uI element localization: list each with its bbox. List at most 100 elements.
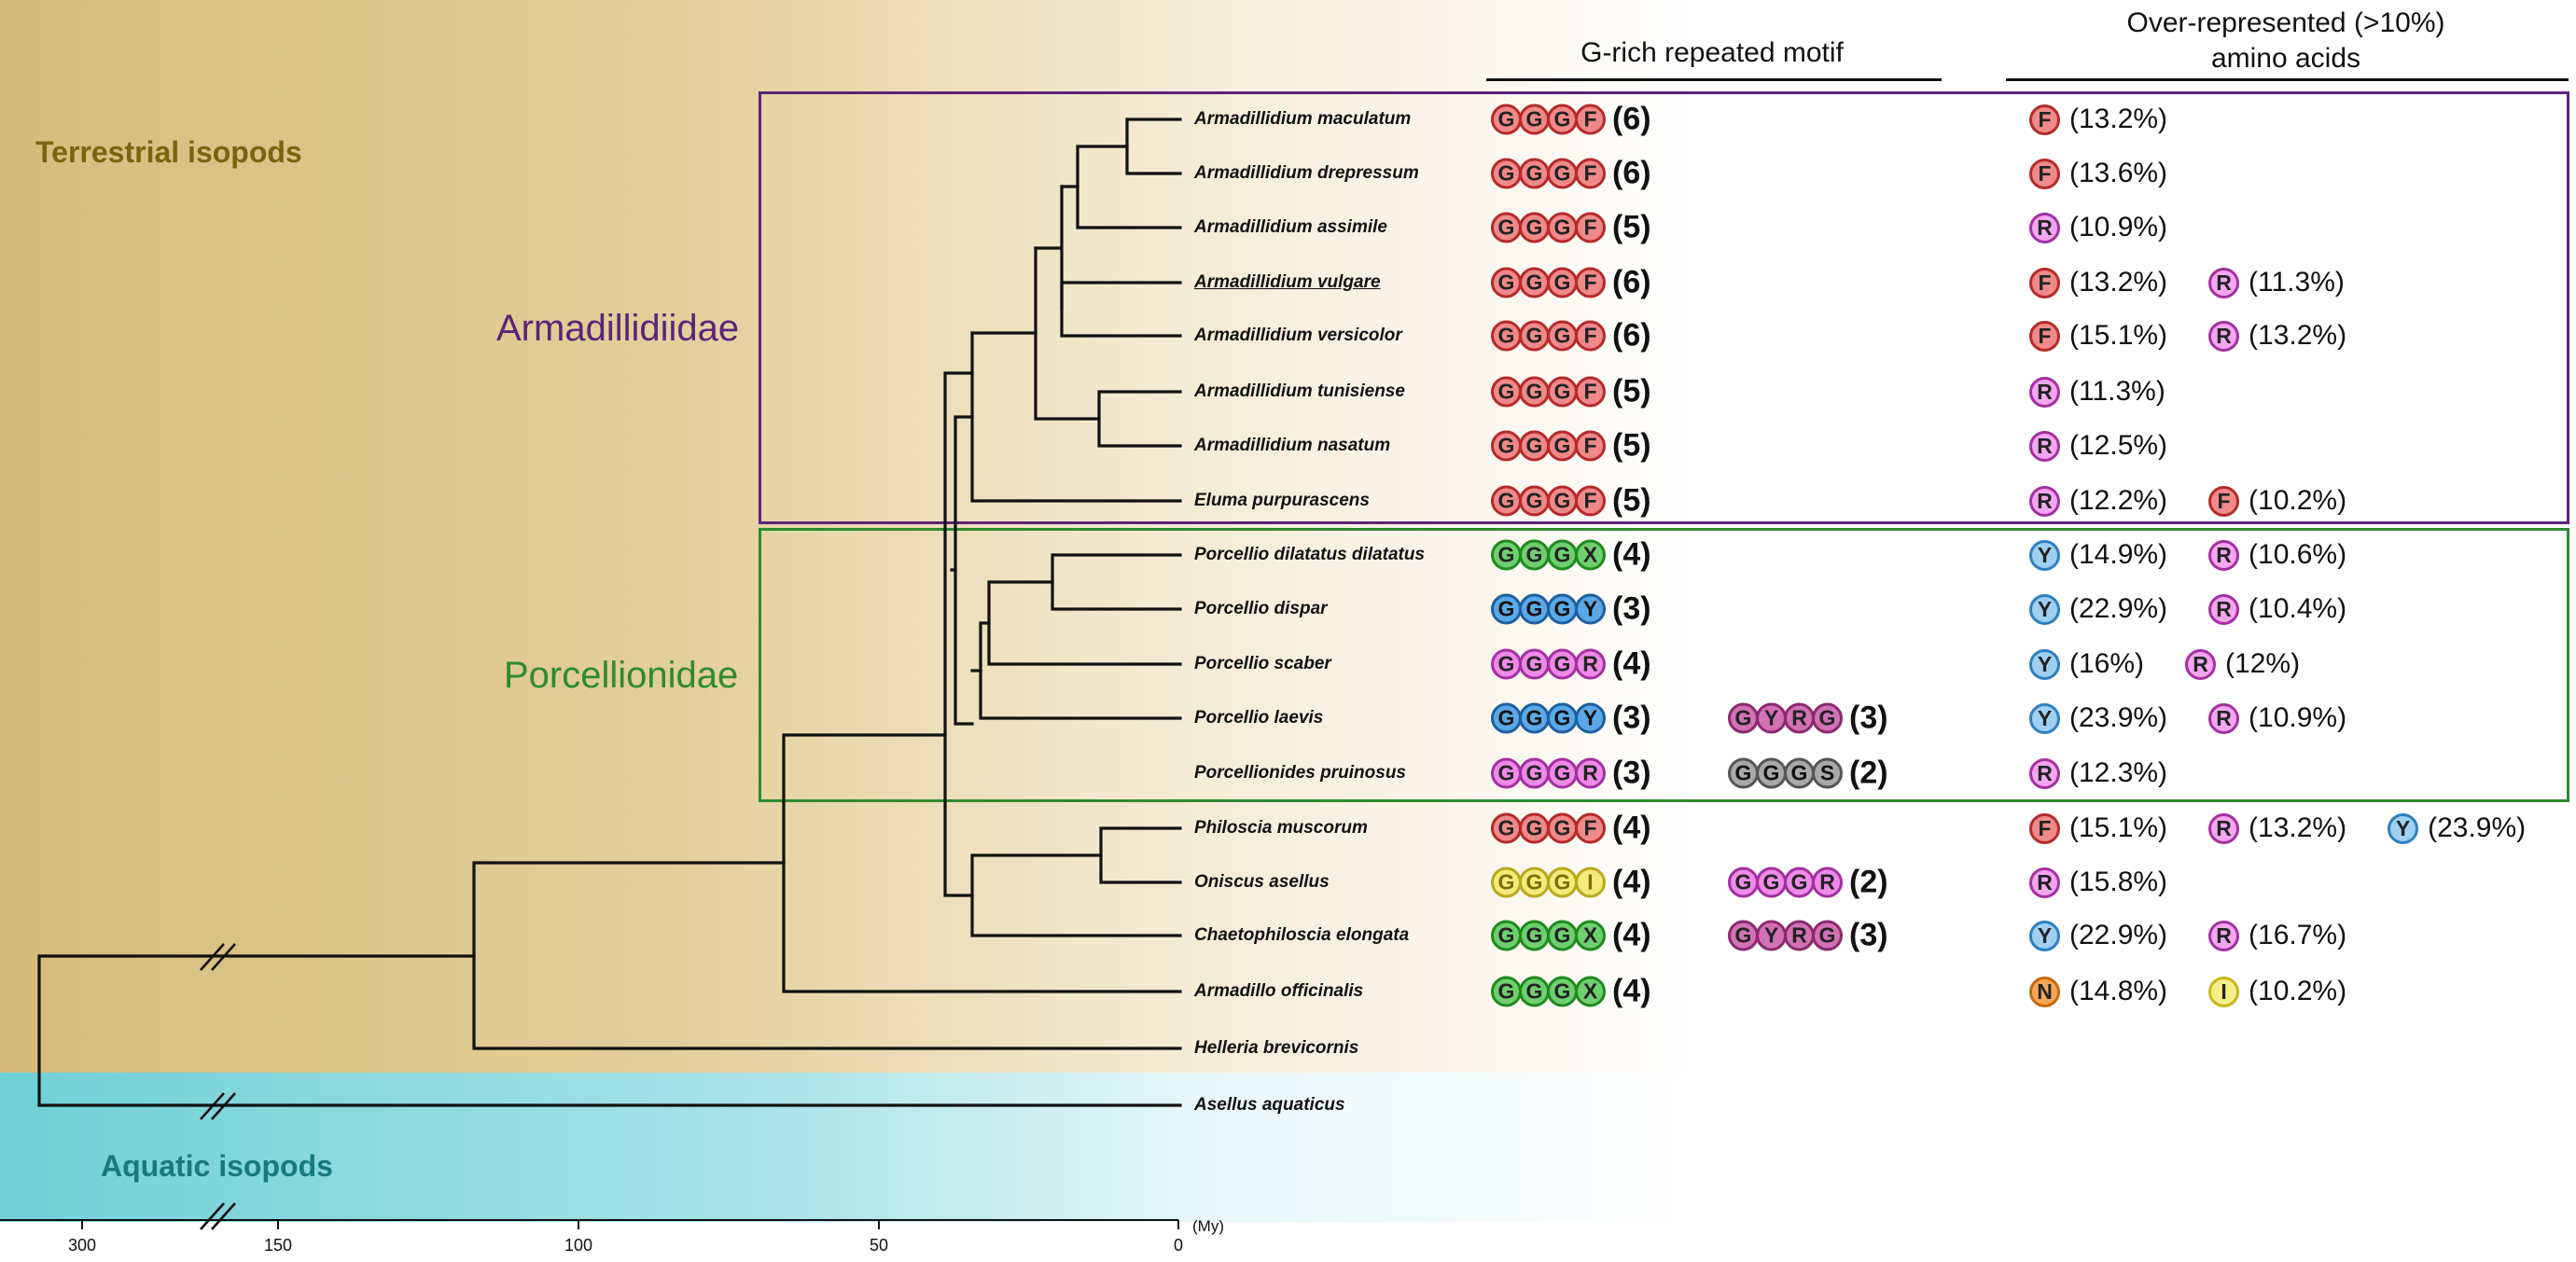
- amino-acid-entry: R(12.3%): [2029, 757, 2167, 789]
- species-name: Chaetophiloscia elongata: [1194, 925, 1410, 945]
- species-name: Porcellio dilatatus dilatatus: [1194, 545, 1426, 564]
- amino-acid-percent: (12.2%): [2069, 485, 2168, 516]
- motif-letter-circle: F: [1575, 812, 1606, 844]
- amino-acid-percent: (12.3%): [2069, 757, 2168, 788]
- motif-letter-circle: G: [1519, 867, 1550, 898]
- motif-letter-circle: G: [1547, 867, 1578, 898]
- motif-letter-circle: G: [1491, 920, 1522, 951]
- motif-letter-circle: G: [1547, 812, 1578, 844]
- aquatic-background: [0, 1073, 1698, 1222]
- amino-acid-percent: (13.2%): [2249, 320, 2347, 351]
- motif-letter-circle: G: [1519, 267, 1550, 298]
- amino-acid-list: N(14.8%)I(10.2%): [2029, 976, 2388, 1007]
- motif-count: (3): [1612, 755, 1651, 791]
- tick-label: 0: [1173, 1236, 1184, 1255]
- motif-letter-circle: G: [1728, 867, 1759, 898]
- amino-acid-percent: (15.1%): [2069, 320, 2168, 351]
- amino-acid-list: Y(14.9%)R(10.6%): [2029, 539, 2388, 571]
- motif-letter-circle: Y: [2388, 812, 2419, 844]
- motif-letter-circle: I: [2208, 976, 2240, 1007]
- amino-acid-percent: (10.6%): [2249, 539, 2347, 570]
- motif-letter-circle: R: [2029, 212, 2060, 243]
- amino-acid-percent: (22.9%): [2069, 593, 2168, 624]
- tick-label: 300: [67, 1236, 97, 1255]
- amino-acid-entry: F(10.2%): [2208, 485, 2346, 517]
- motif-letter-circle: G: [1784, 757, 1815, 789]
- motif-letter-circle: F: [2029, 158, 2060, 189]
- amino-acid-list: R(12.2%)F(10.2%): [2029, 485, 2388, 517]
- amino-acid-percent: (10.9%): [2249, 702, 2347, 733]
- motif-letter-circle: G: [1812, 702, 1843, 734]
- motif-count: (4): [1612, 864, 1651, 900]
- motif-letter-circle: R: [1784, 702, 1815, 734]
- motif-letter-circle: G: [1519, 593, 1550, 625]
- amino-acid-percent: (11.3%): [2069, 376, 2165, 407]
- motif-letter-circle: Y: [1575, 702, 1606, 734]
- species-name: Armadillidium assimile: [1194, 217, 1387, 237]
- motif-letter-circle: F: [1575, 376, 1606, 408]
- motif-letter-circle: S: [1812, 757, 1843, 789]
- species-name: Asellus aquaticus: [1194, 1095, 1345, 1115]
- amino-acid-entry: Y (23.9%): [2388, 812, 2526, 844]
- species-name: Armadillo officinalis: [1194, 981, 1364, 1001]
- motif-letter-circle: G: [1519, 485, 1550, 517]
- motif-letter-circle: G: [1519, 976, 1550, 1007]
- amino-acid-entry: F(15.1%): [2029, 812, 2167, 844]
- motif-count: (6): [1612, 101, 1651, 137]
- amino-acid-list: Y(22.9%)R(10.4%): [2029, 593, 2388, 625]
- aa-header-line1: Over-represented (>10%): [2126, 7, 2445, 38]
- species-name: Porcellionides pruinosus: [1194, 763, 1406, 783]
- species-name: Armadillidium maculatum: [1194, 109, 1412, 129]
- break-marks: [200, 943, 236, 1230]
- amino-acid-percent: (23.9%): [2428, 812, 2527, 843]
- porcellionidae-box: [759, 528, 2569, 802]
- aa-header-line2: amino acids: [2210, 43, 2361, 74]
- amino-acid-entry: Y (22.9%): [2029, 593, 2167, 625]
- motif-letter-circle: G: [1547, 920, 1578, 951]
- motif-letter-circle: G: [1547, 976, 1578, 1007]
- motif-count: (5): [1612, 482, 1651, 519]
- amino-acid-list: F(15.1%)R(13.2%): [2029, 320, 2388, 352]
- amino-acid-entry: F(13.2%): [2029, 104, 2167, 135]
- motif-letter-circle: R: [1812, 867, 1843, 898]
- motif-letter-circle: G: [1547, 320, 1578, 352]
- motif-letter-circle: G: [1491, 539, 1522, 571]
- motif-count: (4): [1612, 536, 1651, 573]
- motif-count: (3): [1849, 700, 1888, 736]
- tick-label: 100: [564, 1236, 593, 1255]
- motif-letter-circle: F: [2029, 267, 2060, 298]
- motif-letter-circle: Y: [1756, 920, 1787, 951]
- motif-letter-circle: R: [2029, 430, 2060, 462]
- motif-letter-circle: G: [1491, 867, 1522, 898]
- motif-letter-circle: N: [2029, 976, 2060, 1007]
- motif-letter-circle: G: [1547, 158, 1578, 189]
- motif-count: (2): [1849, 755, 1888, 791]
- motif-letter-circle: R: [1575, 757, 1606, 789]
- motif-letter-circle: Y: [2029, 920, 2060, 951]
- amino-acid-list: R(12.5%): [2029, 430, 2208, 462]
- motif-letter-circle: R: [2208, 320, 2240, 352]
- amino-acid-percent: (23.9%): [2069, 702, 2168, 733]
- motif-count: (3): [1612, 590, 1651, 627]
- amino-acid-percent: (10.9%): [2069, 212, 2168, 243]
- amino-acid-entry: R(11.3%): [2029, 376, 2165, 408]
- species-name: Helleria brevicornis: [1194, 1038, 1359, 1058]
- motif-letter-circle: Y: [2029, 593, 2060, 625]
- motif-letter-circle: G: [1547, 485, 1578, 517]
- motif-letter-circle: X: [1575, 539, 1606, 571]
- amino-acid-entry: N (14.8%): [2029, 976, 2167, 1007]
- motif-letter-circle: G: [1491, 757, 1522, 789]
- amino-acid-percent: (10.2%): [2249, 485, 2347, 516]
- amino-acid-percent: (14.8%): [2069, 976, 2168, 1006]
- motif-letter-circle: Y: [2029, 539, 2060, 571]
- motif-count: (4): [1612, 917, 1651, 953]
